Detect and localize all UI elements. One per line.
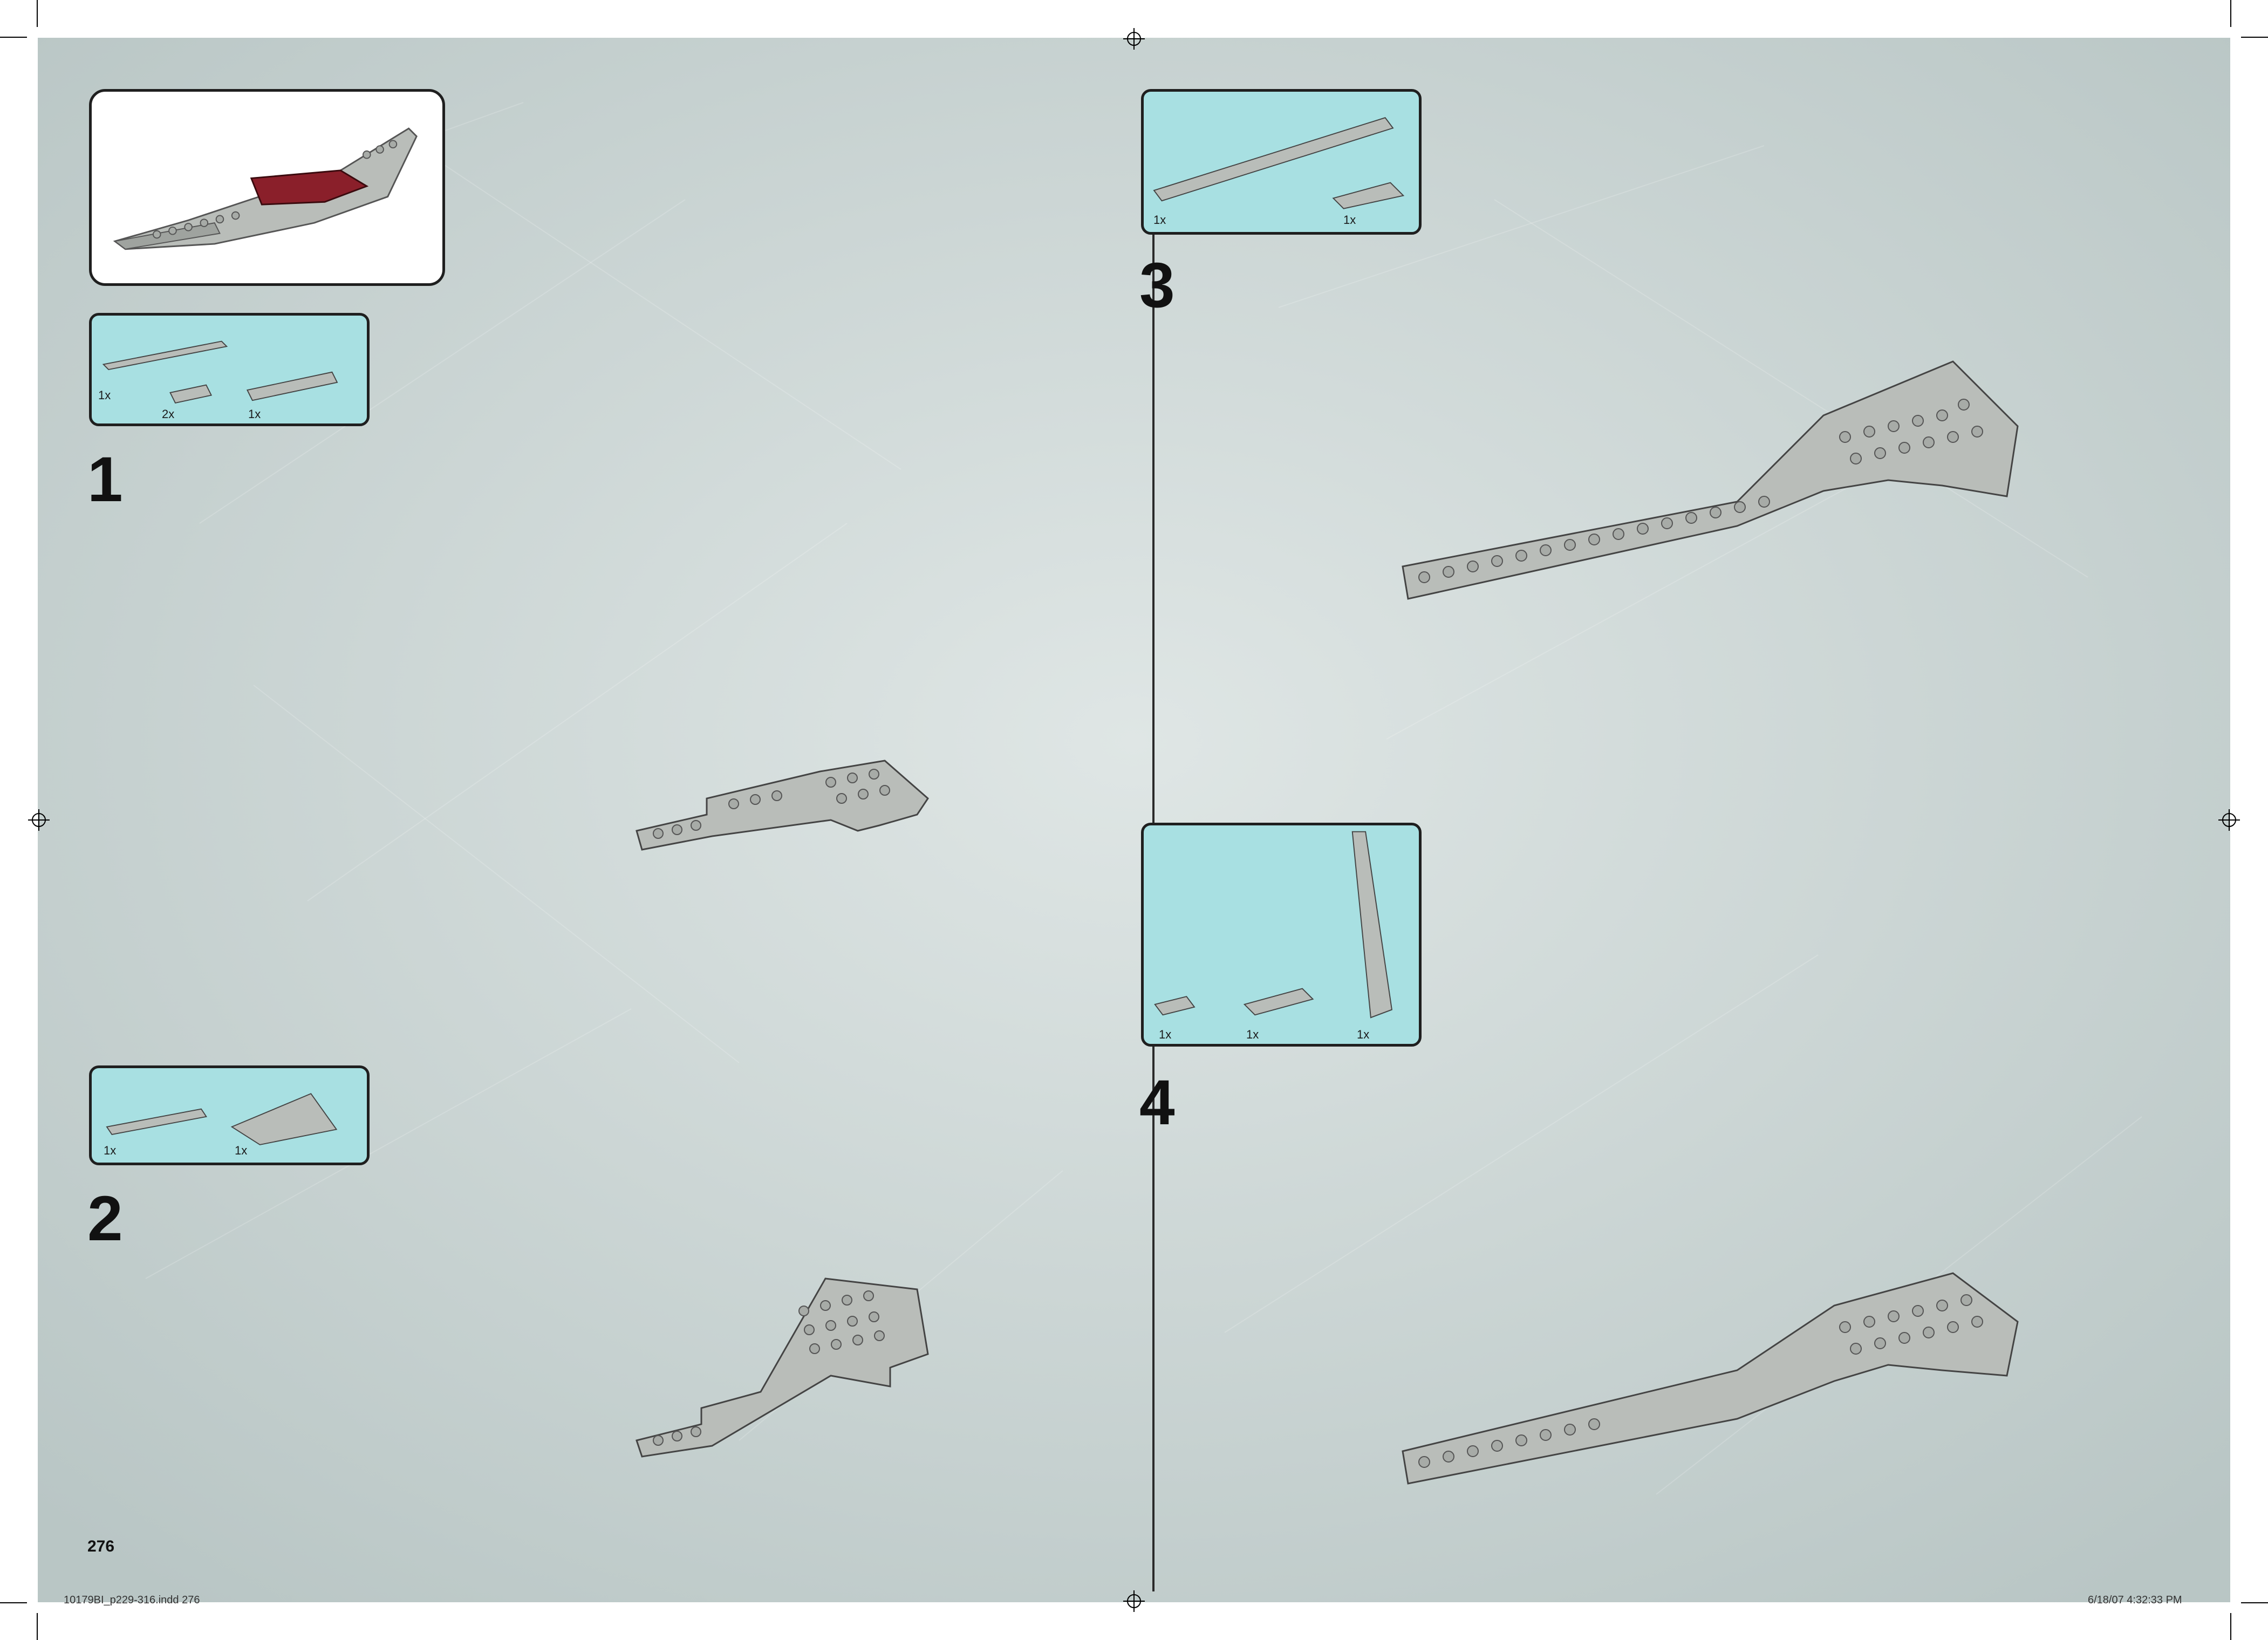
crop-mark [2230, 1613, 2231, 1640]
step-2-parts-icon [92, 1068, 367, 1163]
crop-mark [37, 0, 38, 27]
step-2-parts-callout: 1x 1x [89, 1065, 370, 1165]
completed-subassembly-icon [92, 92, 442, 283]
step-3-parts-callout: 1x 1x [1141, 89, 1422, 235]
crop-mark [2241, 1602, 2268, 1603]
registration-mark-icon [1123, 1590, 1145, 1612]
crop-mark [0, 1602, 27, 1603]
part-quantity: 1x [1246, 1028, 1259, 1042]
registration-mark-icon [28, 809, 50, 831]
step-number: 3 [1139, 254, 1175, 317]
part-quantity: 1x [248, 407, 261, 421]
registration-mark-icon [1123, 28, 1145, 50]
crop-mark [2241, 37, 2268, 38]
part-quantity: 1x [1357, 1028, 1369, 1042]
step-number: 1 [87, 448, 123, 511]
step-3-parts-icon [1144, 92, 1419, 232]
step-1-parts-callout: 1x 2x 1x [89, 313, 370, 426]
step-1-parts-icon [92, 316, 367, 423]
step-4-parts-callout: 1x 1x 1x [1141, 823, 1422, 1047]
step-number: 4 [1139, 1071, 1175, 1135]
step-number: 2 [87, 1187, 123, 1250]
step-1-model [626, 653, 966, 863]
part-quantity: 1x [1153, 213, 1166, 227]
step-4-parts-icon [1144, 825, 1419, 1044]
part-quantity: 1x [235, 1144, 247, 1158]
crop-mark [2230, 0, 2231, 27]
step-2-model [626, 1246, 971, 1484]
page-number: 276 [87, 1538, 114, 1556]
part-quantity: 1x [104, 1144, 116, 1158]
instruction-spread: 1x 2x 1x 1 1x 1x 2 [38, 38, 2230, 1602]
slug-file-info: 10179BI_p229-316.indd 276 [64, 1594, 200, 1607]
part-quantity: 2x [162, 407, 174, 421]
registration-mark-icon [2218, 809, 2240, 831]
crop-mark [0, 37, 27, 38]
step-3-model [1392, 318, 2061, 653]
slug-timestamp: 6/18/07 4:32:33 PM [2088, 1594, 2182, 1607]
step-4-model [1392, 1246, 2061, 1581]
part-quantity: 1x [1343, 213, 1356, 227]
part-quantity: 1x [1159, 1028, 1171, 1042]
completed-model-preview [89, 89, 445, 286]
crop-mark [37, 1613, 38, 1640]
part-quantity: 1x [98, 388, 111, 402]
